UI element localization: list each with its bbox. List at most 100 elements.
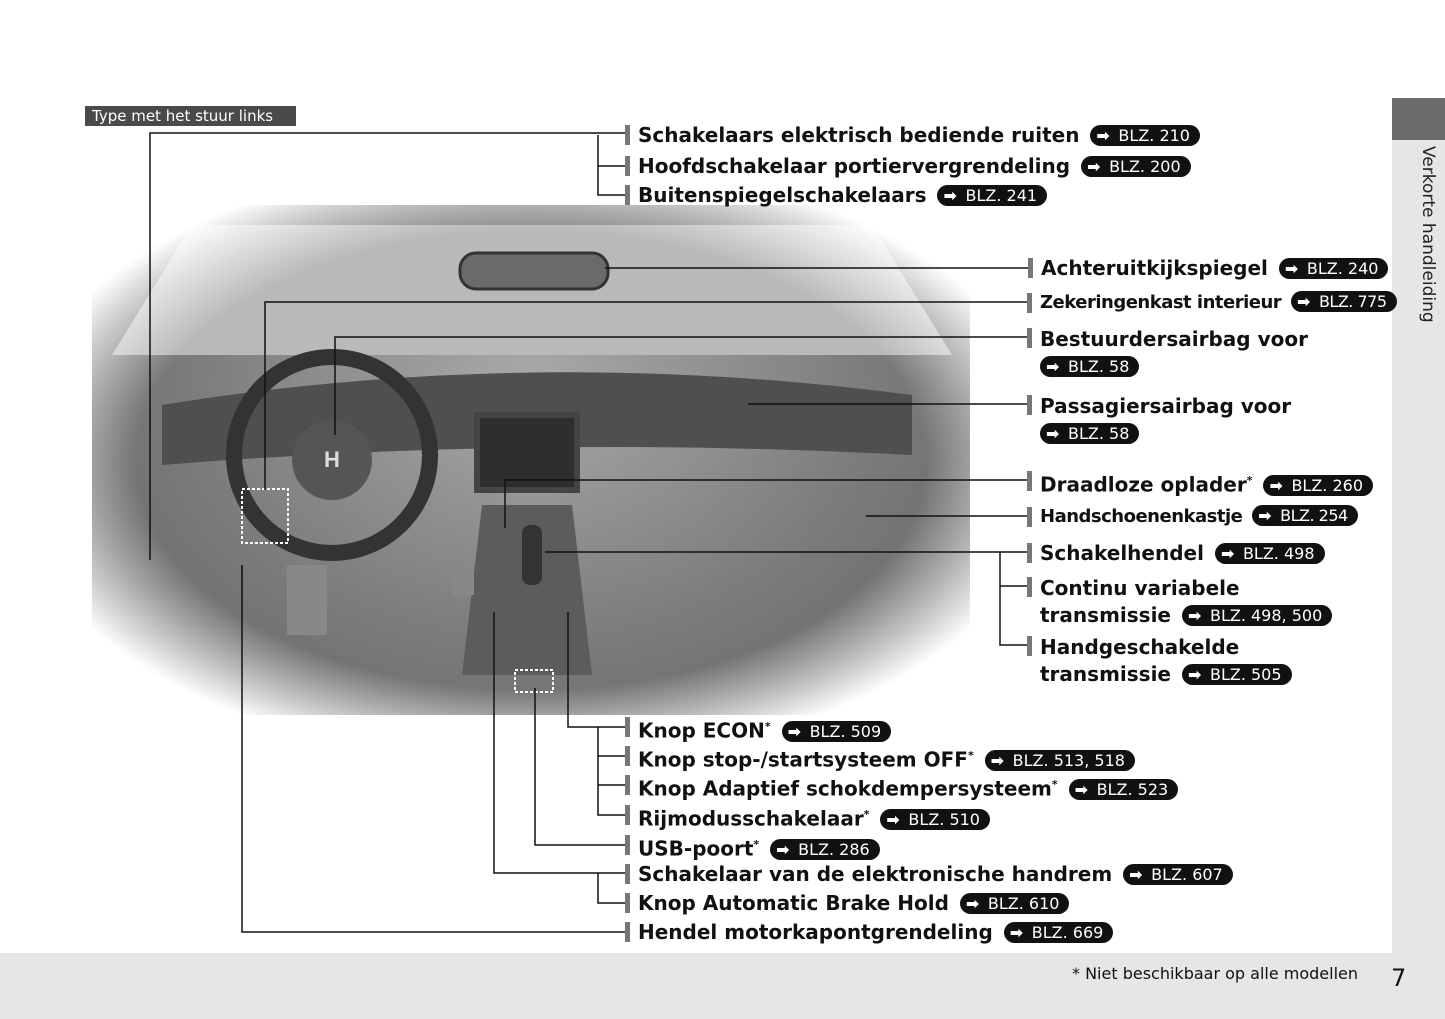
callout-text: Achteruitkijkspiegel — [1041, 256, 1268, 280]
callout-marker — [1028, 258, 1033, 278]
callout-label: Draadloze oplader* ➡BLZ. 260 — [1027, 469, 1373, 497]
callout-marker — [625, 717, 630, 737]
callout-text: USB-poort — [638, 836, 754, 861]
callout-label: Handschoenenkastje ➡BLZ. 254 — [1027, 505, 1358, 529]
page-reference-text: BLZ. 505 — [1209, 665, 1282, 684]
callout-label: USB-poort* ➡BLZ. 286 — [625, 833, 880, 861]
callout-marker — [625, 156, 630, 176]
arrow-right-icon: ➡ — [1009, 923, 1024, 942]
callout-marker — [625, 835, 630, 855]
callout-marker — [625, 805, 630, 825]
callout-text: Hendel motorkapontgrendeling — [638, 920, 993, 944]
page-reference-link[interactable]: ➡BLZ. 498 — [1214, 543, 1325, 564]
dashboard-illustration: H — [92, 205, 970, 715]
page-reference-link[interactable]: ➡BLZ. 240 — [1278, 258, 1389, 279]
page-reference-link[interactable]: ➡ BLZ. 254 — [1252, 505, 1358, 526]
callout-marker — [625, 775, 630, 795]
arrow-right-icon: ➡ — [990, 750, 1005, 770]
callout-label: Knop Adaptief schokdempersysteem* ➡BLZ. … — [625, 773, 1179, 801]
arrow-right-icon: ➡ — [1187, 606, 1202, 625]
footnote-star: * — [1051, 778, 1058, 791]
page-reference-link[interactable]: ➡BLZ. 669 — [1003, 922, 1114, 943]
page-reference-text: BLZ. 498, 500 — [1209, 606, 1323, 625]
callout-label: Bestuurdersairbag voor ➡ BLZ. 58 — [1027, 326, 1308, 380]
footnote-star: * — [764, 720, 771, 733]
page-reference-link[interactable]: ➡ BLZ. 58 — [1040, 423, 1140, 444]
footnote-star: * — [863, 808, 870, 821]
callout-text: Knop ECON — [638, 718, 765, 743]
callout-text-line2: transmissie — [1040, 662, 1171, 686]
page-reference-link[interactable]: ➡BLZ. 210 — [1090, 125, 1200, 146]
page-reference-link[interactable]: ➡BLZ. 523 — [1068, 778, 1179, 800]
page-reference-text: BLZ. 775 — [1318, 292, 1387, 311]
callout-marker — [625, 893, 630, 913]
callout-text: Knop Adaptief schokdempersysteem — [638, 776, 1052, 801]
page-reference-link[interactable]: ➡ BLZ. 607 — [1123, 864, 1233, 885]
page-reference-text: BLZ. 58 — [1068, 424, 1130, 443]
page-reference-link[interactable]: ➡ BLZ. 498, 500 — [1181, 605, 1333, 626]
page-reference-link[interactable]: ➡BLZ. 775 — [1290, 291, 1397, 312]
callout-marker — [1027, 293, 1032, 313]
callout-text: Continu variabele — [1040, 576, 1240, 600]
side-strip — [1392, 98, 1445, 953]
page-number: 7 — [1391, 964, 1407, 992]
callout-label: Knop Automatic Brake Hold ➡ BLZ. 610 — [625, 891, 1070, 915]
callout-text: Buitenspiegelschakelaars — [638, 183, 927, 207]
callout-label: Zekeringenkast interieur ➡BLZ. 775 — [1027, 291, 1397, 315]
page-reference-text: BLZ. 260 — [1291, 475, 1363, 495]
page-reference-text: BLZ. 210 — [1118, 126, 1190, 145]
page-reference-link[interactable]: ➡ BLZ. 513, 518 — [984, 749, 1135, 771]
section-tab[interactable] — [1392, 98, 1445, 140]
arrow-right-icon: ➡ — [1046, 424, 1060, 443]
page-reference-link[interactable]: ➡ BLZ. 610 — [959, 893, 1070, 914]
arrow-right-icon: ➡ — [1046, 357, 1060, 376]
section-title: Verkorte handleiding — [1418, 146, 1438, 323]
page-reference-text: BLZ. 254 — [1280, 506, 1348, 525]
footer-band — [0, 953, 1445, 1019]
callout-text: Draadloze oplader — [1040, 472, 1247, 497]
arrow-right-icon: ➡ — [1269, 475, 1283, 495]
callout-text: Schakelhendel — [1040, 541, 1204, 565]
arrow-right-icon: ➡ — [776, 839, 790, 859]
page-reference-link[interactable]: ➡ BLZ. 509 — [781, 720, 892, 742]
arrow-right-icon: ➡ — [943, 186, 957, 205]
footnote-star: * — [967, 749, 974, 762]
arrow-right-icon: ➡ — [886, 809, 900, 829]
page-reference-text: BLZ. 58 — [1068, 357, 1130, 376]
arrow-right-icon: ➡ — [1258, 506, 1272, 525]
page-reference-text: BLZ. 509 — [809, 721, 882, 741]
page-reference-link[interactable]: ➡ BLZ. 260 — [1263, 474, 1373, 496]
callout-marker — [1027, 543, 1032, 563]
callout-marker — [625, 864, 630, 884]
page-reference-link[interactable]: ➡ BLZ. 510 — [880, 808, 990, 830]
callout-label: Handgeschakelde transmissie ➡BLZ. 505 — [1027, 634, 1292, 688]
page-reference-link[interactable]: ➡BLZ. 505 — [1181, 664, 1292, 685]
callout-label: Knop ECON* ➡ BLZ. 509 — [625, 715, 892, 743]
callout-label: Schakelaars elektrisch bediende ruiten ➡… — [625, 123, 1200, 147]
callout-marker — [1027, 471, 1032, 491]
callout-text: Knop Automatic Brake Hold — [638, 891, 949, 915]
arrow-right-icon: ➡ — [965, 894, 980, 913]
footnote-star: * — [753, 838, 760, 851]
callout-text: Handgeschakelde — [1040, 635, 1240, 659]
page-reference-link[interactable]: ➡BLZ. 241 — [937, 185, 1048, 206]
page-reference-text: BLZ. 513, 518 — [1012, 750, 1125, 770]
page-reference-link[interactable]: ➡BLZ. 200 — [1081, 156, 1191, 177]
callout-marker — [1027, 328, 1032, 348]
page-reference-text: BLZ. 200 — [1109, 157, 1181, 176]
callout-label: Buitenspiegelschakelaars ➡BLZ. 241 — [625, 183, 1048, 207]
svg-text:H: H — [324, 447, 340, 472]
page-reference-text: BLZ. 510 — [908, 809, 980, 829]
arrow-right-icon: ➡ — [787, 721, 801, 741]
arrow-right-icon: ➡ — [1129, 865, 1143, 884]
page-reference-text: BLZ. 610 — [987, 894, 1060, 913]
page-reference-link[interactable]: ➡ BLZ. 58 — [1040, 356, 1140, 377]
page-reference-text: BLZ. 607 — [1151, 865, 1223, 884]
callout-text: Bestuurdersairbag voor — [1040, 327, 1308, 351]
callout-text: Knop stop-/startsysteem OFF — [638, 747, 968, 772]
page-reference-link[interactable]: ➡BLZ. 286 — [770, 838, 880, 860]
callout-marker — [625, 125, 630, 145]
callout-label: Passagiersairbag voor➡BLZ. 58 — [1027, 393, 1291, 447]
